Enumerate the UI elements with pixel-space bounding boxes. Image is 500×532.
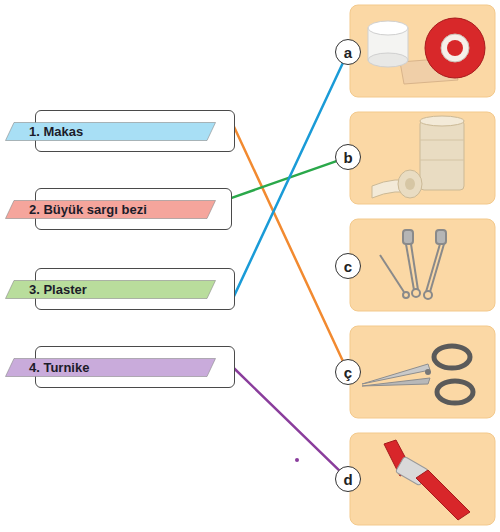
option-letter: a [344, 45, 352, 60]
label-band: 1. Makas [5, 122, 216, 141]
picture-panel [350, 326, 495, 418]
picture-panel [350, 5, 495, 97]
letter-circle: d [335, 466, 361, 492]
label-band: 4. Turnike [5, 358, 216, 377]
scissors-picture [362, 346, 473, 403]
label-band: 3. Plaster [5, 280, 216, 299]
term-label: 1. Makas [5, 122, 83, 141]
term-box: 2. Büyük sargı bezi [35, 188, 232, 230]
letter-circle: b [335, 144, 361, 170]
picture-panel [350, 219, 495, 311]
match-line [234, 127, 343, 360]
letter-circle: c [335, 253, 361, 279]
match-line [234, 64, 343, 296]
option-letter: b [343, 150, 352, 165]
band-fill [6, 122, 216, 140]
match-line [234, 368, 339, 470]
term-label: 4. Turnike [5, 358, 89, 377]
band-fill [6, 358, 216, 376]
band-fill [6, 200, 216, 218]
term-label: 2. Büyük sargı bezi [5, 200, 147, 219]
term-box: 1. Makas [35, 110, 235, 152]
term-box: 4. Turnike [35, 346, 235, 388]
bandage-picture [372, 116, 464, 198]
label-band: 2. Büyük sargı bezi [5, 200, 216, 219]
term-box: 3. Plaster [35, 268, 235, 310]
picture-panel [350, 112, 495, 204]
safety-pins-picture [380, 230, 446, 299]
stray-dot [295, 458, 299, 462]
option-letter: d [343, 472, 352, 487]
letter-circle: ç [335, 359, 361, 385]
picture-panel [350, 433, 495, 525]
band-fill [6, 280, 216, 298]
tourniquet-picture [384, 440, 470, 520]
term-label: 3. Plaster [5, 280, 87, 299]
plaster-picture [368, 18, 485, 84]
option-letter: ç [344, 365, 352, 380]
letter-circle: a [335, 39, 361, 65]
option-letter: c [344, 259, 352, 274]
